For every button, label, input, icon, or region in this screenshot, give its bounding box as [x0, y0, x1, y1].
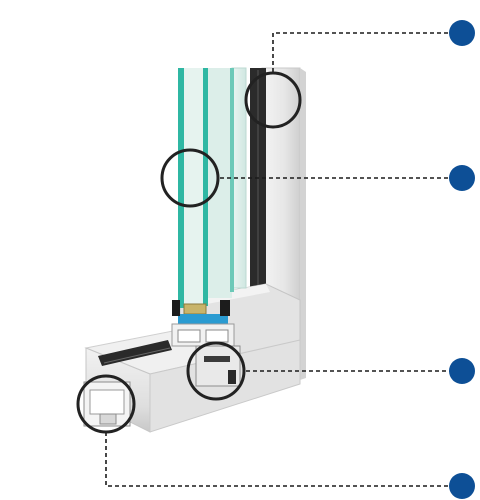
callout-marker-1[interactable] — [449, 20, 475, 46]
glass-pane-fill-1 — [184, 68, 204, 304]
glazing-unit — [172, 67, 247, 324]
frame-bottom-gasket — [98, 340, 172, 366]
callout-marker-2[interactable] — [449, 165, 475, 191]
magnifier-circle-2 — [160, 148, 220, 208]
magnifier-circle-3 — [186, 341, 246, 401]
frame-vertical-side — [300, 68, 306, 380]
leader-line-4 — [105, 432, 450, 487]
sash-profile — [171, 323, 241, 387]
magnifier-circle-4 — [76, 374, 136, 434]
magnifier-circles — [76, 71, 302, 434]
spacer-blue — [178, 314, 228, 324]
magnifier-circle-1 — [244, 71, 302, 129]
glazing-seal-right — [220, 300, 230, 316]
callout-marker-3[interactable] — [449, 358, 475, 384]
glass-pane-fill-2 — [208, 68, 232, 298]
frame-profile — [83, 381, 131, 427]
leader-lines — [105, 32, 450, 487]
glass-edge-3 — [230, 68, 234, 292]
glass-edge-2 — [203, 68, 208, 306]
leader-line-1 — [272, 32, 450, 72]
callout-markers — [449, 20, 475, 499]
callout-marker-4[interactable] — [449, 473, 475, 499]
spacer-bar — [183, 303, 207, 315]
glass-edge-1 — [178, 68, 184, 308]
glazing-seal-left — [172, 300, 180, 316]
